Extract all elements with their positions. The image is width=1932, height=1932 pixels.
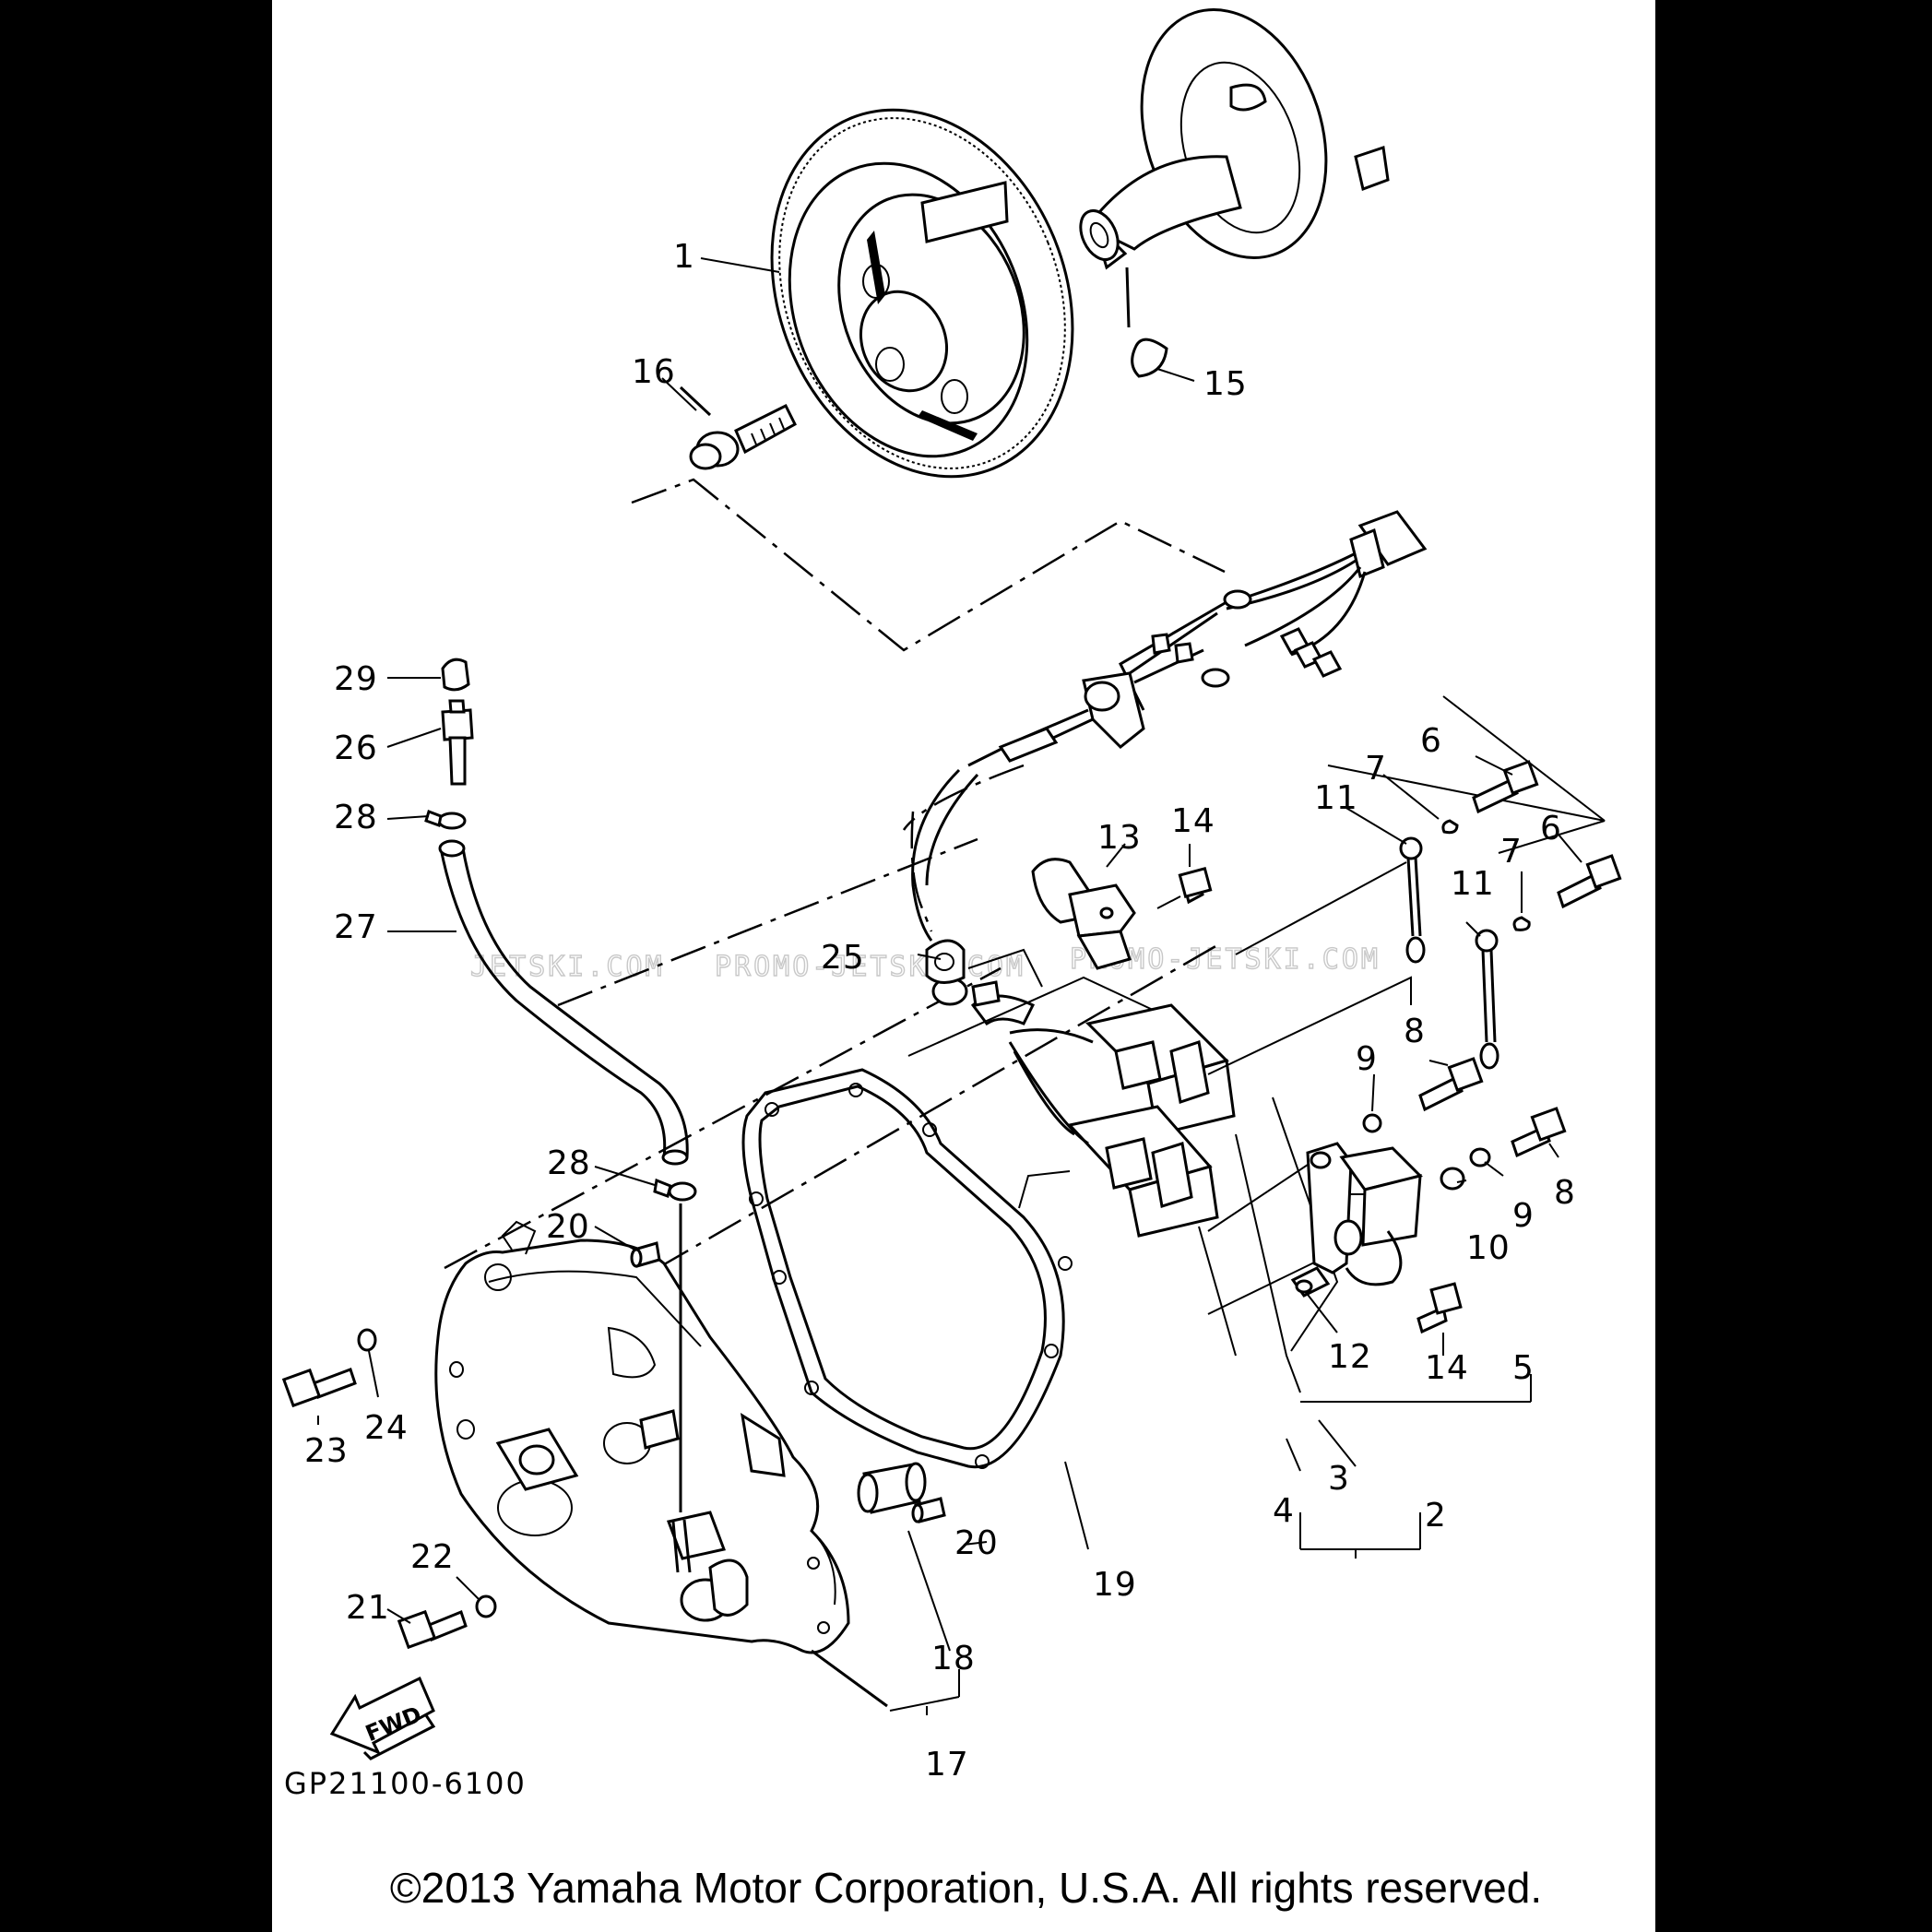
part-19-gasket [741,1068,1073,1469]
callout-11a: 11 [1314,779,1358,817]
callout-7a: 7 [1365,750,1387,788]
callout-19: 19 [1093,1566,1137,1604]
callout-16: 16 [632,353,676,391]
callout-4: 4 [1273,1492,1295,1530]
callout-14b: 14 [1425,1349,1469,1387]
callout-11b: 11 [1451,865,1495,903]
callout-22: 22 [410,1538,455,1576]
copyright-notice: ©2013 Yamaha Motor Corporation, U.S.A. A… [389,1864,1543,1912]
callout-15: 15 [1203,365,1248,403]
part-27-hose [438,839,689,1512]
callout-26: 26 [334,729,378,767]
callout-12: 12 [1328,1338,1372,1376]
callout-9b: 9 [1512,1197,1535,1235]
callout-25: 25 [821,939,865,977]
callout-8a: 8 [1404,1013,1426,1050]
callout-7b: 7 [1500,833,1523,871]
callout-28a: 28 [334,799,378,836]
watermark-text-2: PROMO-JETSKI.COM [715,951,1025,983]
callout-14a: 14 [1171,802,1215,840]
part-2-stator-harness [911,510,1428,1393]
fasteners-left [281,1328,497,1650]
callout-6a: 6 [1420,722,1442,760]
part-13-sensor [1031,858,1136,970]
callout-6b: 6 [1540,810,1562,847]
part-11-leads [1399,836,1499,1070]
callout-5: 5 [1512,1349,1535,1387]
callout-13: 13 [1097,819,1142,857]
callout-29: 29 [334,660,378,698]
callout-20a: 20 [546,1208,590,1246]
callout-20b: 20 [954,1524,999,1562]
drawing-code: GP21100-6100 [284,1766,527,1801]
callout-3: 3 [1328,1460,1350,1498]
watermark-text-1: JETSKI.COM [470,951,665,983]
part-26-fitting [441,699,474,786]
callout-23: 23 [304,1432,349,1470]
callout-10: 10 [1466,1229,1511,1267]
part-20-dowels [630,1241,946,1523]
part-18-collar [857,1462,927,1514]
fwd-label: FWD [362,1701,425,1747]
fasteners-right [1156,760,1622,1334]
part-28-clips [424,810,697,1202]
part-29-cap [441,658,470,692]
part-16-bolt [679,385,797,470]
part-5-pulser-coil [1290,1142,1423,1298]
callout-1: 1 [673,238,695,276]
callout-17: 17 [925,1746,969,1784]
callout-leaders [317,257,1582,1715]
part-17-crankcase-cover [434,1220,888,1708]
part-25-grommet [925,939,1001,1007]
callout-8b: 8 [1554,1174,1576,1212]
callout-21: 21 [346,1589,390,1627]
callout-2: 2 [1425,1497,1447,1535]
callout-labels: 1 2 3 4 5 6 6 7 7 8 8 9 9 10 11 11 12 13… [304,238,1576,1784]
callout-18: 18 [931,1640,976,1677]
callout-24: 24 [364,1409,409,1447]
callout-28b: 28 [547,1144,591,1182]
part-1-flywheel [770,108,1074,479]
part-15-hub [1079,8,1390,378]
callout-27: 27 [334,908,378,946]
fwd-arrow-icon: FWD [329,1676,436,1760]
callout-9a: 9 [1356,1040,1378,1078]
